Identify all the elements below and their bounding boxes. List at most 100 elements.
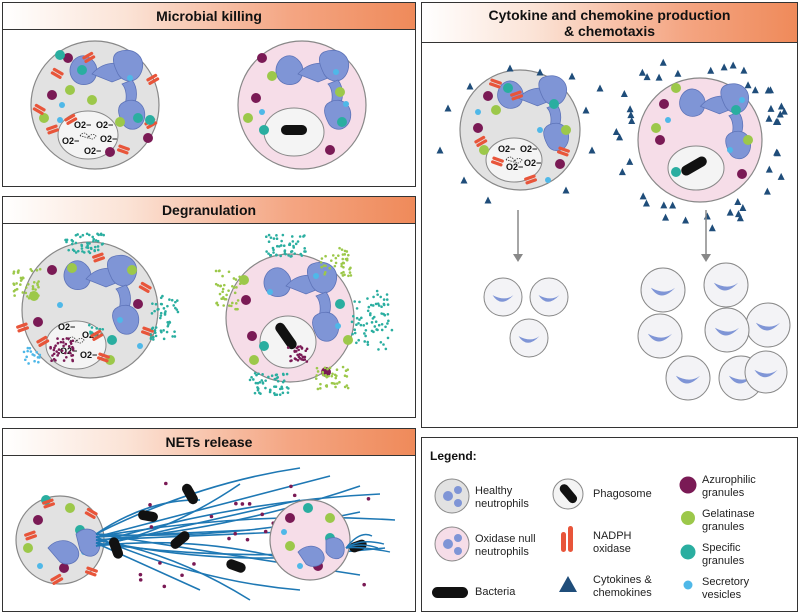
gelatinase-granule-release (216, 284, 220, 287)
secretory-vesicle-release (33, 359, 36, 363)
specific-granule-release (380, 328, 384, 332)
secretory-vesicle-release (33, 354, 36, 357)
secretory-vesicle (333, 69, 339, 75)
cytokine-title-line1: Cytokine and chemokine production (488, 7, 731, 23)
net-granule (366, 497, 371, 501)
legend-nadph-icon (561, 526, 573, 552)
gelatinase-granule-release (340, 262, 343, 266)
cytokine-triangle (536, 68, 544, 76)
specific-granule-release (355, 323, 358, 326)
gelatinase-granule-release (335, 382, 339, 385)
nadph-oxidase-bar (138, 285, 150, 293)
specific-granule-release (294, 242, 298, 246)
specific-granule-release (385, 293, 389, 296)
nadph-oxidase-bar (52, 67, 64, 76)
recruited-neutrophil (703, 262, 749, 308)
specific-granule-release (296, 240, 300, 243)
specific-granule-release (96, 239, 100, 243)
azurophilic-granule (473, 123, 483, 133)
azurophilic-granule (143, 133, 153, 143)
gelatinase-granule-release (348, 271, 352, 274)
gelatinase-granule-release (316, 370, 320, 373)
specific-granule-release (355, 307, 359, 310)
net-granule (138, 572, 143, 577)
cytokine-triangle (669, 201, 677, 209)
specific-granule-release (360, 316, 363, 320)
specific-granule-release (366, 343, 370, 346)
gelatinase-granule-release (236, 299, 240, 302)
secretory-vesicle (343, 101, 349, 107)
specific-granule (133, 113, 143, 123)
net-granule (164, 481, 168, 486)
azurophilic-granule (655, 135, 665, 145)
nucleus-lobe (454, 547, 462, 555)
azurophilic-granule-contents (61, 337, 65, 341)
bacteria (559, 484, 578, 504)
legend-specific-line2: granules (702, 555, 745, 567)
net-granule (158, 561, 162, 565)
nadph-oxidase-bar (36, 335, 48, 344)
azurophilic-granule-contents (51, 354, 54, 357)
gelatinase-granule-release (348, 267, 351, 271)
cytokine-triangle (766, 86, 774, 94)
cell-membrane (665, 355, 711, 401)
net-fiber (95, 475, 331, 538)
gelatinase-granule (39, 113, 49, 123)
specific-granule (503, 83, 513, 93)
secretory-vesicle (665, 117, 671, 123)
specific-granule-release (153, 331, 157, 335)
gelatinase-granule-release (234, 278, 238, 281)
gelatinase-granule-release (334, 376, 338, 380)
secretory-vesicle (117, 317, 123, 323)
specific-granule-release (386, 312, 390, 316)
cytokine-triangle (662, 213, 670, 221)
gelatinase-granule-release (37, 294, 40, 297)
azurophilic-granule-contents (289, 354, 292, 358)
specific-granule-release (94, 239, 98, 242)
specific-granule-release (154, 302, 158, 306)
secretory-vesicle-release (27, 362, 30, 365)
secretory-vesicle (313, 273, 319, 279)
cytokine-triangle (765, 114, 773, 122)
specific-granule-release (96, 245, 100, 248)
cytokine-triangle (506, 64, 514, 72)
superoxide-label: O2− (80, 350, 97, 360)
gelatinase-granule-release (343, 249, 347, 253)
bacteria (432, 587, 468, 598)
gelatinase-granule-release (323, 272, 326, 276)
azurophilic-granule (555, 159, 565, 169)
cytokine-triangle (618, 168, 626, 176)
gelatinase-granule-release (341, 253, 345, 256)
legend-healthy-label: Healthy neutrophils (475, 485, 529, 511)
nucleus (714, 327, 740, 336)
gelatinase-granule-release (232, 286, 236, 289)
bacteria (281, 125, 307, 135)
gelatinase-granule-release (14, 288, 17, 292)
secretory-vesicle-release (23, 358, 27, 362)
azurophilic-granule (325, 145, 335, 155)
gelatinase-granule-release (333, 373, 337, 377)
specific-granule-release (282, 379, 286, 382)
gelatinase-granule (23, 543, 33, 553)
gelatinase-granule (239, 275, 249, 285)
cytokine-triangle (739, 204, 747, 212)
specific-granule-release (173, 330, 176, 333)
specific-granule-release (152, 335, 155, 339)
azurophilic-granule-contents (71, 339, 75, 343)
specific-granule-release (302, 235, 305, 238)
specific-granule-release (258, 391, 261, 395)
nadph-oxidase-bar (85, 570, 97, 577)
specific-granule-release (377, 348, 380, 351)
legend-panel (421, 437, 798, 612)
superoxide-label: O2− (524, 158, 541, 168)
specific-granule-release (376, 293, 379, 296)
recruited-neutrophil (640, 267, 686, 313)
nadph-oxidase (557, 146, 570, 157)
gelatinase-granule-release (324, 373, 328, 377)
nadph-oxidase-bar (82, 51, 94, 60)
gelatinase-granule (325, 513, 335, 523)
superoxide-label: O2− (100, 134, 117, 144)
secretory-vesicle (259, 109, 265, 115)
specific-granule-release (153, 309, 156, 313)
gelatinase-granule-release (34, 288, 37, 291)
